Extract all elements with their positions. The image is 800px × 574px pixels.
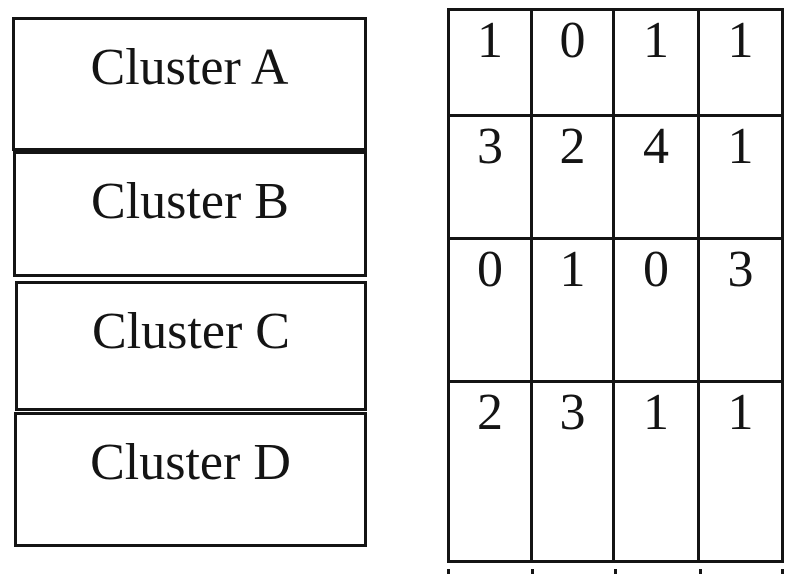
cluster-d-label: Cluster D [90, 434, 291, 491]
cluster-box-d: Cluster D [14, 412, 367, 547]
cluster-box-a: Cluster A [12, 17, 367, 151]
matrix-cell-r0c0: 1 [450, 11, 533, 117]
grid-column-tick [531, 569, 534, 574]
matrix-cell-r1c1: 2 [533, 117, 615, 240]
matrix-cell-r3c2: 1 [615, 383, 700, 560]
matrix-cell-r0c3: 1 [700, 11, 781, 117]
matrix-cell-r1c2: 4 [615, 117, 700, 240]
matrix-cell-r1c0: 3 [450, 117, 533, 240]
matrix-cell-r3c0: 2 [450, 383, 533, 560]
grid-column-tick [699, 569, 702, 574]
matrix-cell-r1c3: 1 [700, 117, 781, 240]
cluster-box-b: Cluster B [13, 151, 367, 277]
matrix-cell-r0c2: 1 [615, 11, 700, 117]
matrix-cell-r2c2: 0 [615, 240, 700, 383]
matrix-cell-r3c1: 3 [533, 383, 615, 560]
grid-column-tick [781, 569, 784, 574]
matrix-grid: 1 0 1 1 3 2 4 1 0 1 0 3 2 3 1 1 [447, 8, 784, 563]
matrix-cell-r2c3: 3 [700, 240, 781, 383]
cluster-a-label: Cluster A [90, 39, 289, 96]
cluster-b-label: Cluster B [91, 173, 289, 230]
matrix-cell-r2c1: 1 [533, 240, 615, 383]
matrix-cell-r3c3: 1 [727, 384, 754, 441]
grid-column-tick [614, 569, 617, 574]
cluster-box-c: Cluster C [15, 281, 367, 411]
grid-column-tick [447, 569, 450, 574]
matrix-cell-r2c0: 0 [450, 240, 533, 383]
cluster-c-label: Cluster C [92, 303, 290, 360]
matrix-cell-r0c1: 0 [533, 11, 615, 117]
